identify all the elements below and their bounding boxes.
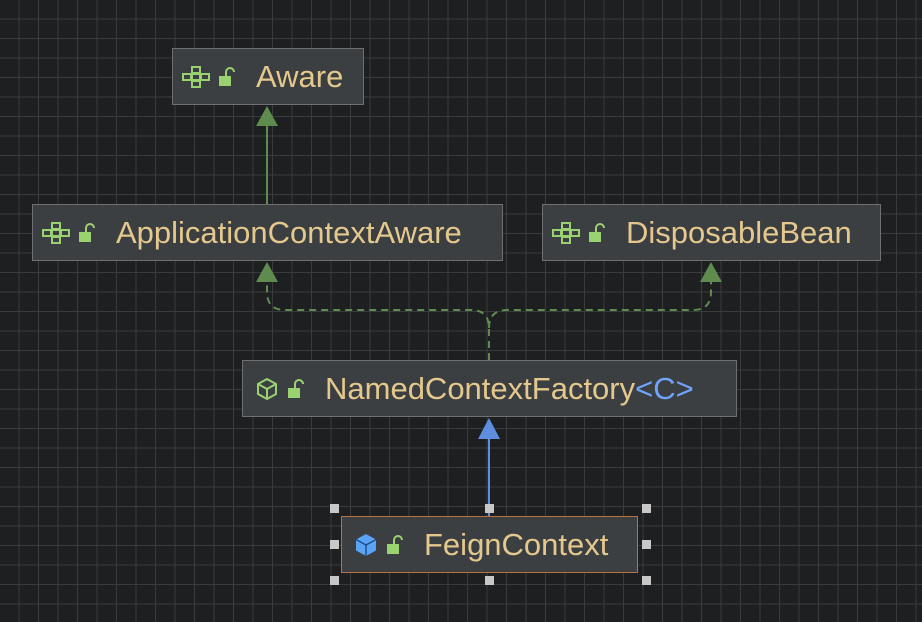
selection-handle-bottom-left[interactable] (330, 576, 339, 585)
class-icon (354, 533, 378, 557)
selection-handle-middle-left[interactable] (330, 540, 339, 549)
unlocked-icon (78, 222, 96, 243)
generic-type-parameter: <C> (635, 370, 694, 406)
node-label: Aware (256, 58, 344, 94)
interface-icon (552, 221, 580, 245)
selection-handle-middle-right[interactable] (642, 540, 651, 549)
arrowhead-disposablebean (700, 262, 722, 282)
edge-factory-to-disposablebean (488, 282, 712, 329)
node-label: DisposableBean (626, 214, 852, 250)
node-label: ApplicationContextAware (116, 214, 462, 250)
selection-handle-top-right[interactable] (642, 504, 651, 513)
selection-handle-bottom-right[interactable] (642, 576, 651, 585)
node-application-context-aware[interactable]: ApplicationContextAware (32, 204, 503, 261)
node-disposable-bean[interactable]: DisposableBean (542, 204, 881, 261)
unlocked-icon (218, 66, 236, 87)
unlocked-icon (386, 534, 404, 555)
unlocked-icon (588, 222, 606, 243)
node-label: FeignContext (424, 526, 609, 562)
node-feign-context[interactable]: FeignContext (341, 516, 638, 573)
edge-factory-to-appctxaware (266, 282, 490, 360)
selection-handle-top-left[interactable] (330, 504, 339, 513)
node-named-context-factory[interactable]: NamedContextFactory<C> (242, 360, 737, 417)
abstract-class-icon (255, 377, 279, 401)
arrowhead-aware (256, 106, 278, 126)
arrowhead-appctxaware (256, 262, 278, 282)
selection-handle-bottom-center[interactable] (485, 576, 494, 585)
selection-handle-top-center[interactable] (485, 504, 494, 513)
arrowhead-factory (478, 418, 500, 439)
unlocked-icon (287, 378, 305, 399)
node-aware[interactable]: Aware (172, 48, 364, 105)
interface-icon (42, 221, 70, 245)
interface-icon (182, 65, 210, 89)
node-label: NamedContextFactory (325, 370, 636, 406)
